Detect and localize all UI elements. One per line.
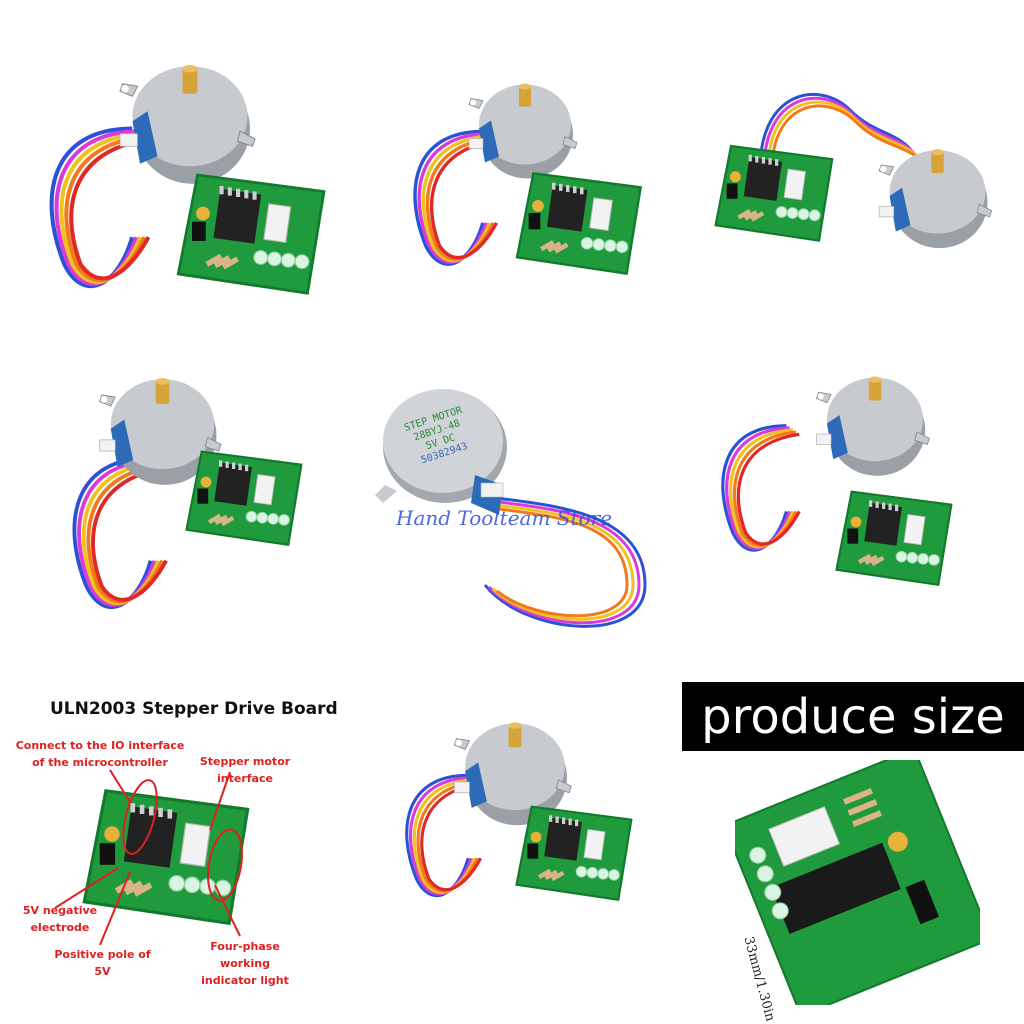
callout-indicator: Four-phase working indicator light	[201, 940, 289, 987]
annotated-board-photo	[75, 775, 260, 930]
callout-positive: Positive pole of 5V	[54, 948, 151, 978]
product-photo-2	[400, 70, 650, 280]
callout-io-interface: Connect to the IO interface of the micro…	[15, 739, 185, 769]
produce-size-banner: produce size	[682, 682, 1024, 751]
motor-closeup-photo: STEP MOTOR 28BYJ-48 5V DC 50382943	[375, 385, 655, 650]
product-photo-1	[20, 45, 340, 305]
callout-motor-interface: Stepper motor interface	[199, 755, 291, 785]
dimension-board-photo	[735, 760, 980, 1005]
callout-negative: 5V negative electrode	[22, 904, 98, 934]
product-photo-4	[60, 365, 310, 625]
product-photo-6	[700, 365, 960, 595]
store-watermark: Hand Toolteam Store	[396, 506, 612, 530]
diagram-title: ULN2003 Stepper Drive Board	[50, 699, 338, 719]
product-photo-3	[700, 80, 1000, 280]
product-photo-8	[385, 710, 640, 910]
callout-arrows	[54, 769, 241, 946]
